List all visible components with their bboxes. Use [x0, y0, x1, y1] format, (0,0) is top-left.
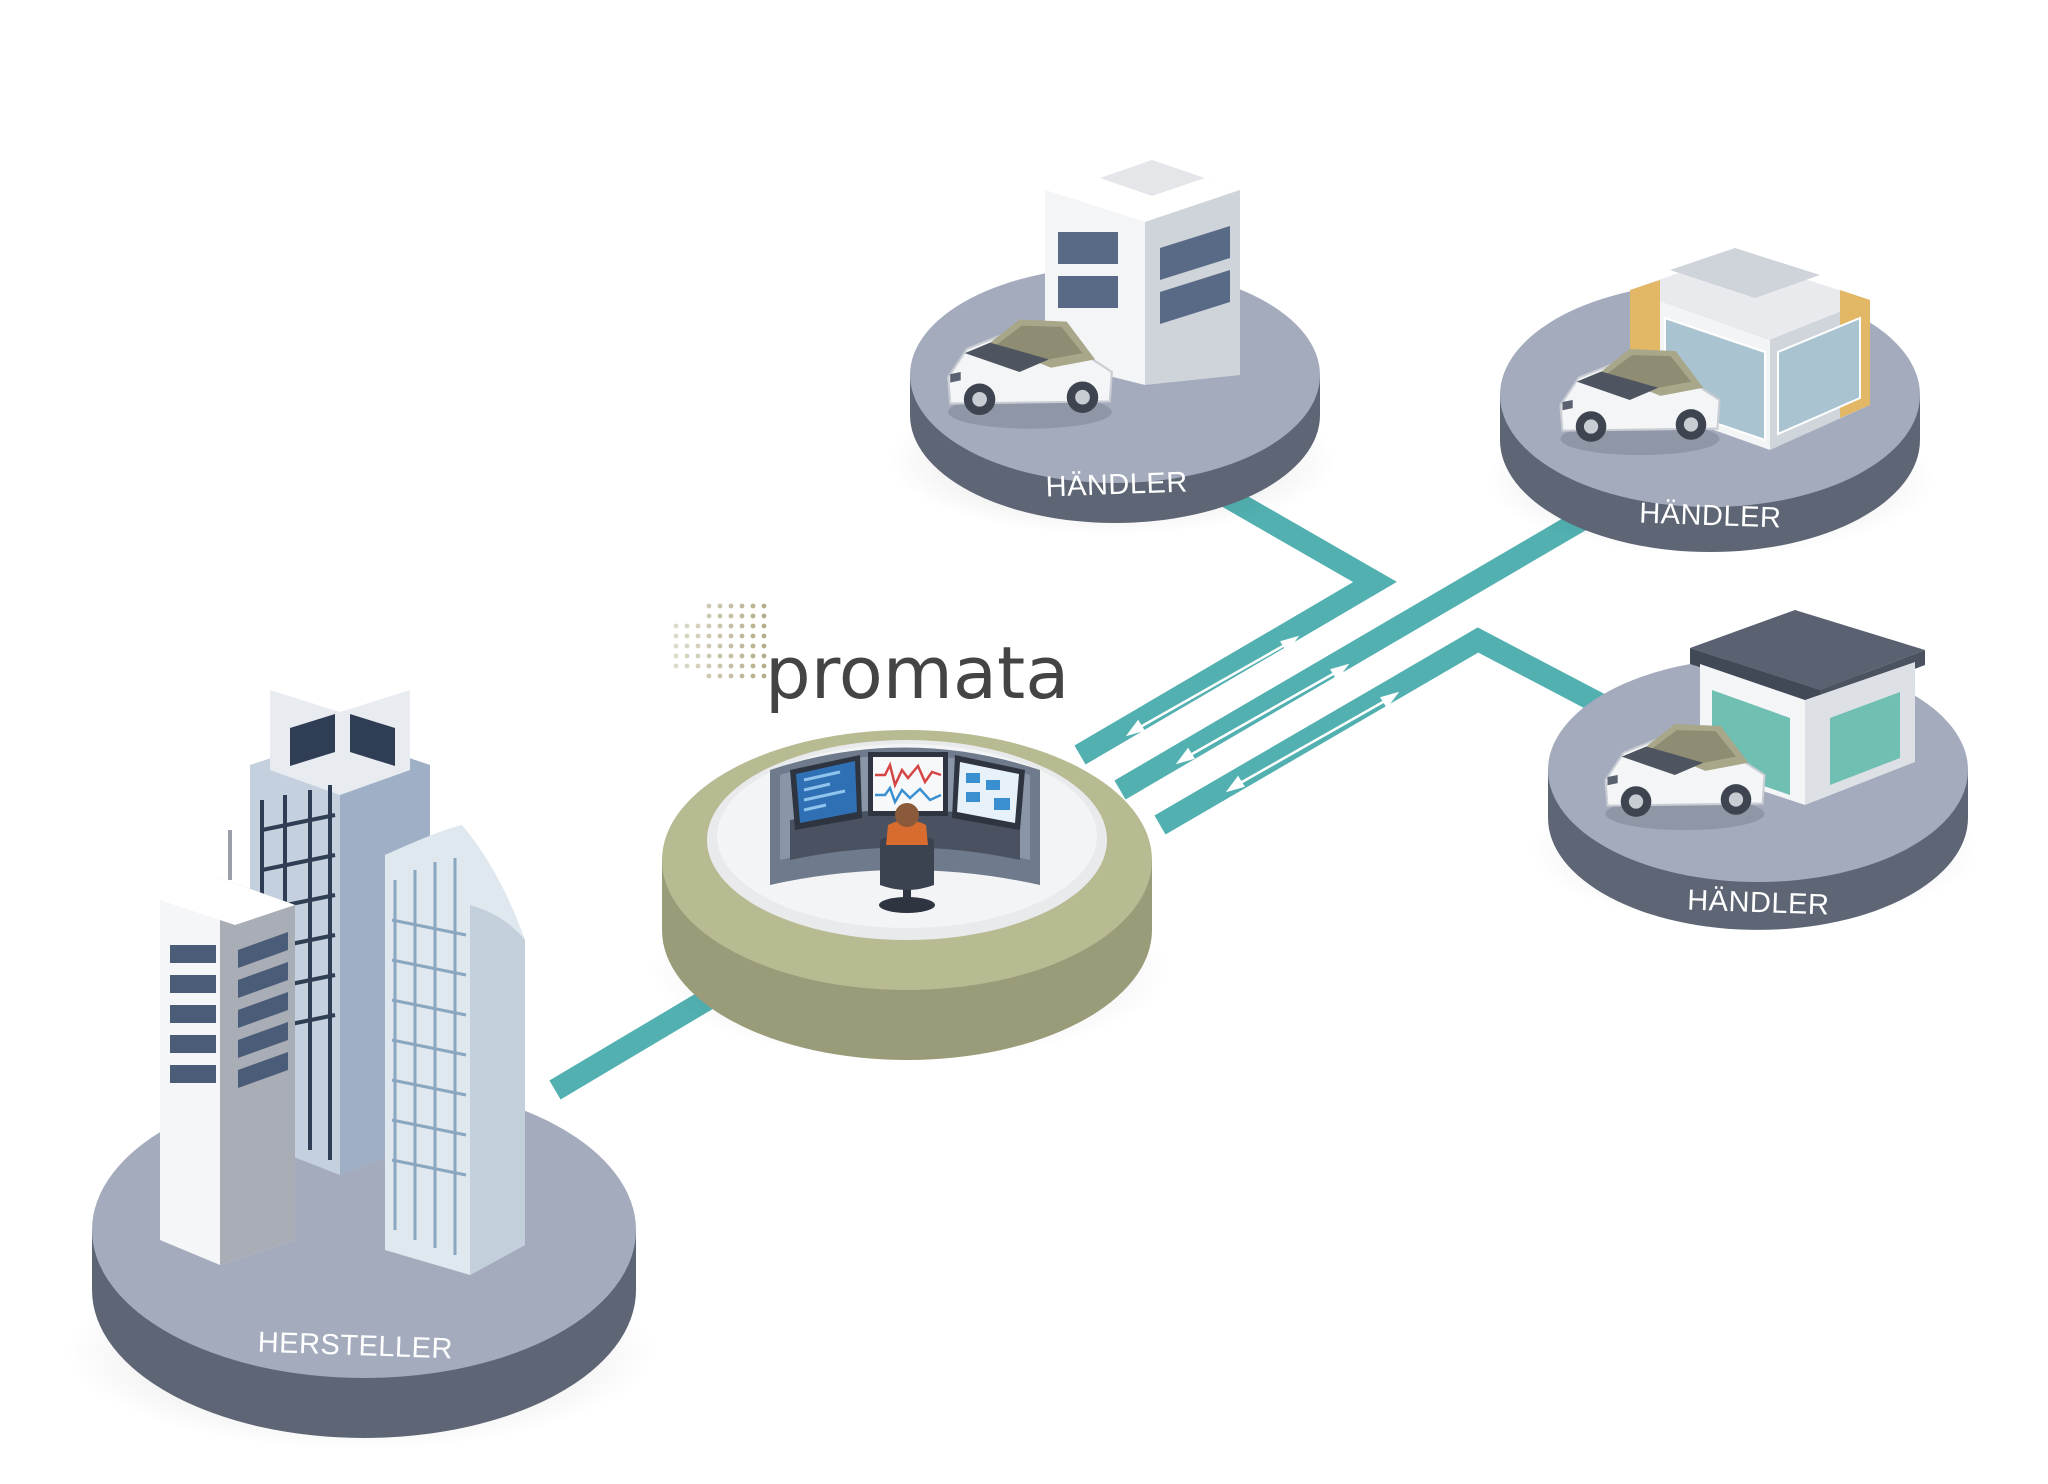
- logo-dot: [695, 623, 701, 629]
- logo-dot: [673, 653, 679, 659]
- logo-dot: [717, 673, 723, 679]
- dealer-platform-right-top: HÄNDLER: [1485, 248, 1935, 555]
- logo-dot: [750, 653, 756, 659]
- logo-dot: [728, 643, 734, 649]
- dealer-platform-right-bottom: HÄNDLER: [1530, 610, 1980, 930]
- logo-dot: [761, 643, 767, 649]
- logo-dot: [739, 633, 745, 639]
- logo-dot: [761, 653, 767, 659]
- logo-dot: [728, 613, 734, 619]
- logo-dot: [750, 613, 756, 619]
- logo-dot: [695, 643, 701, 649]
- logo-dot: [673, 663, 679, 669]
- logo-dot: [706, 663, 712, 669]
- connector-dealer-right-bottom: [1154, 627, 1646, 835]
- logo-dot: [717, 603, 723, 609]
- promata-hub-platform: [650, 730, 1170, 1060]
- dealer-platform-top: HÄNDLER: [887, 160, 1337, 535]
- operator-person-icon: [879, 803, 935, 913]
- logo-dot: [717, 613, 723, 619]
- promata-logo: promata: [673, 603, 1069, 715]
- logo-dot: [739, 603, 745, 609]
- monitor-chart-icon: [952, 755, 1025, 830]
- logo-dot: [673, 623, 679, 629]
- logo-dot: [750, 663, 756, 669]
- logo-dot: [706, 633, 712, 639]
- logo-dot: [695, 653, 701, 659]
- logo-dot: [750, 643, 756, 649]
- curved-tower-icon: [385, 825, 525, 1275]
- logo-dot: [706, 653, 712, 659]
- connector-dealer-top: [1074, 480, 1397, 765]
- logo-dot: [684, 643, 690, 649]
- dealer-label: HÄNDLER: [1639, 498, 1782, 535]
- office-building-icon: [1045, 160, 1240, 385]
- logo-dot: [706, 603, 712, 609]
- logo-dot: [706, 613, 712, 619]
- logo-dot: [750, 673, 756, 679]
- logo-dot: [673, 643, 679, 649]
- logo-dot: [739, 623, 745, 629]
- logo-dot: [728, 603, 734, 609]
- logo-dot: [695, 663, 701, 669]
- logo-dot: [728, 673, 734, 679]
- manufacturer-platform: HERSTELLER: [65, 668, 655, 1450]
- dealer-label: HÄNDLER: [1045, 467, 1188, 504]
- logo-dot: [706, 623, 712, 629]
- logo-text: promata: [765, 631, 1069, 715]
- logo-dot: [684, 663, 690, 669]
- logo-dot: [761, 623, 767, 629]
- dot-grid-icon: [673, 603, 767, 679]
- logo-dot: [684, 623, 690, 629]
- logo-dot: [739, 613, 745, 619]
- connector-dealer-right-top: [1114, 508, 1591, 800]
- logo-dot: [728, 623, 734, 629]
- dealer-label: HÄNDLER: [1687, 885, 1830, 922]
- logo-dot: [728, 633, 734, 639]
- logo-dot: [684, 653, 690, 659]
- logo-dot: [684, 633, 690, 639]
- logo-dot: [717, 623, 723, 629]
- logo-dot: [728, 653, 734, 659]
- logo-dot: [739, 653, 745, 659]
- logo-dot: [761, 613, 767, 619]
- logo-dot: [750, 633, 756, 639]
- logo-dot: [717, 653, 723, 659]
- logo-dot: [717, 633, 723, 639]
- manufacturer-label: HERSTELLER: [257, 1327, 453, 1366]
- logo-dot: [717, 643, 723, 649]
- data-flow-arrows: [588, 635, 1400, 1099]
- logo-dot: [761, 663, 767, 669]
- logo-dot: [750, 603, 756, 609]
- logo-dot: [761, 633, 767, 639]
- logo-dot: [761, 603, 767, 609]
- logo-dot: [761, 673, 767, 679]
- logo-dot: [739, 663, 745, 669]
- logo-dot: [717, 663, 723, 669]
- logo-dot: [739, 643, 745, 649]
- office-tower-icon: [160, 830, 295, 1265]
- logo-dot: [673, 633, 679, 639]
- logo-dot: [706, 643, 712, 649]
- logo-dot: [739, 673, 745, 679]
- logo-dot: [750, 623, 756, 629]
- logo-dot: [695, 633, 701, 639]
- logo-dot: [706, 673, 712, 679]
- logo-dot: [728, 663, 734, 669]
- monitor-code-icon: [790, 755, 862, 830]
